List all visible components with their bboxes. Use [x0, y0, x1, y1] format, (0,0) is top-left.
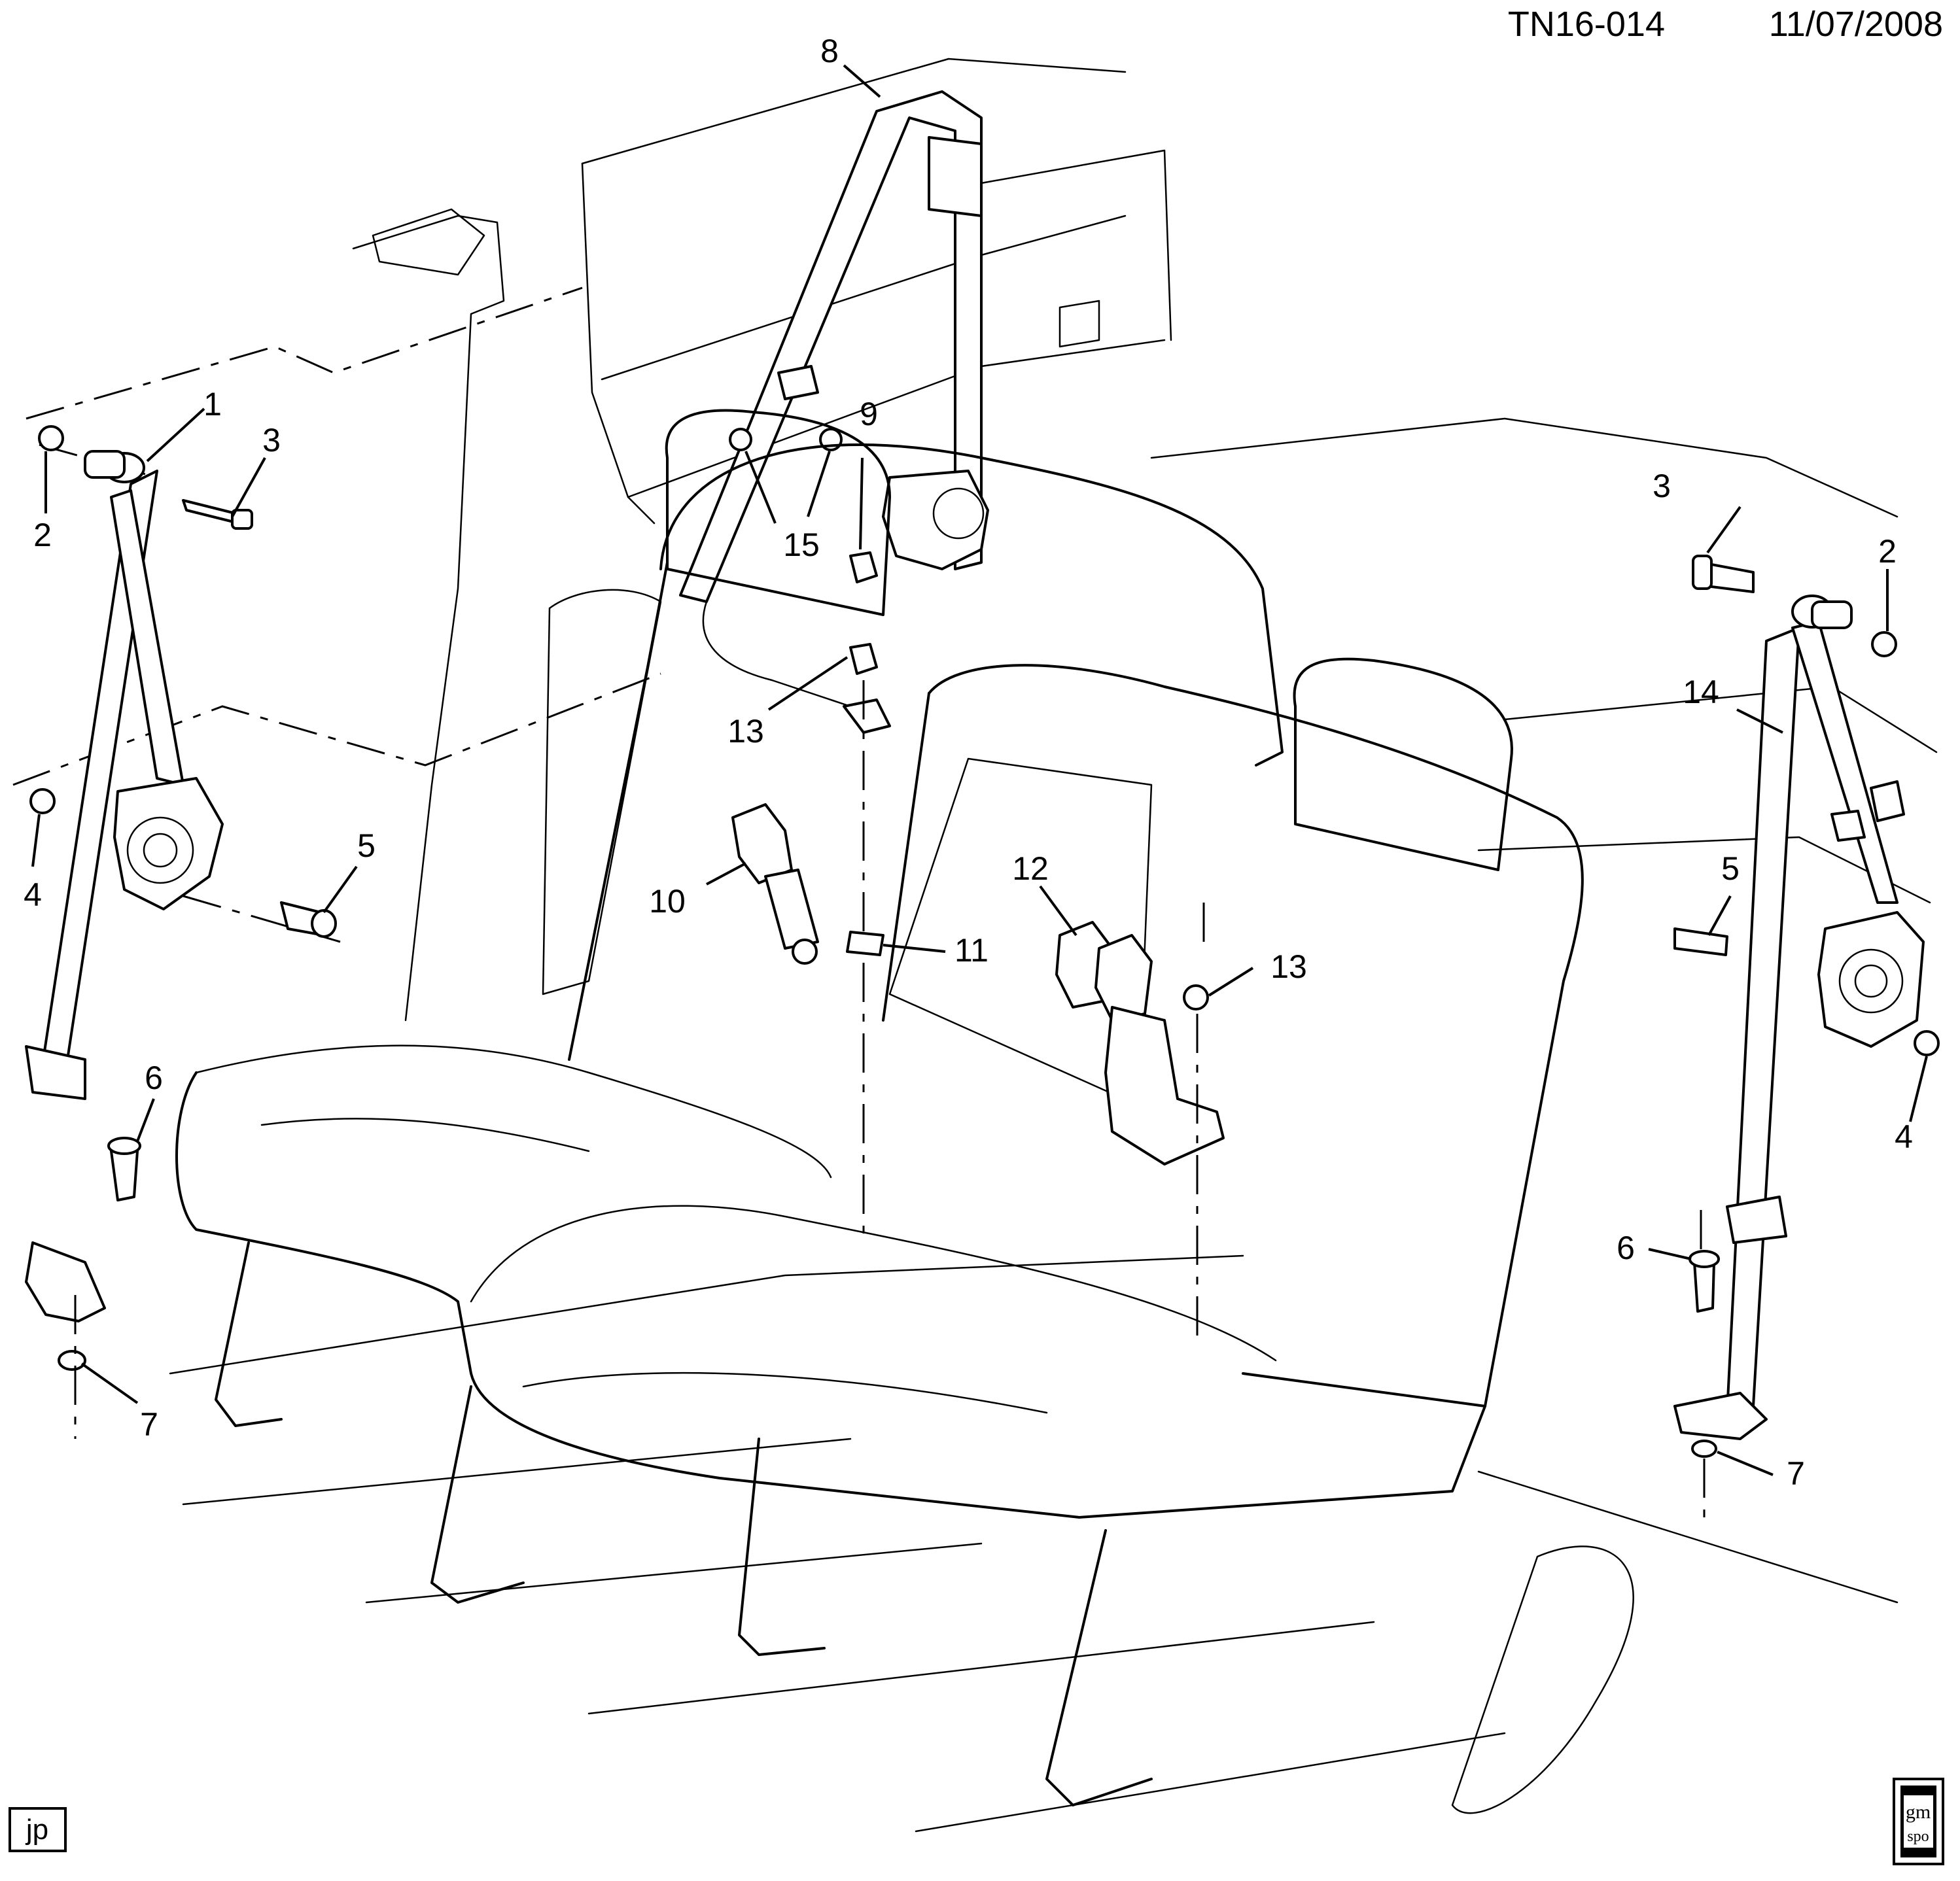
buckle-10: [731, 803, 793, 884]
logo-line-1: gm: [1906, 1801, 1931, 1823]
nut-13-right: [1183, 984, 1209, 1010]
callout-7a: 7: [140, 1406, 158, 1443]
callout-13a: 13: [727, 713, 764, 750]
logo-line-2: spo: [1907, 1828, 1929, 1845]
bolt-6-left: [110, 1150, 139, 1201]
washer-4-left: [29, 788, 56, 814]
center-lower-anchor: [843, 699, 891, 734]
left-hardware: [29, 425, 337, 1439]
left-outer-seat-belt: [25, 450, 224, 1322]
callout-1: 1: [203, 386, 222, 423]
callout-13b: 13: [1270, 948, 1307, 985]
left-belt-retractor: [113, 777, 224, 910]
center-shoulder-belt: [679, 90, 989, 734]
author-tag-box: jp: [9, 1807, 67, 1852]
washer-4-right: [1914, 1030, 1940, 1056]
nut-15a: [729, 428, 752, 451]
callout-3b: 3: [1653, 468, 1671, 504]
rear-seat: [175, 409, 1584, 1519]
seat-frame-and-floor: [169, 1241, 1899, 1833]
nut-7-left: [58, 1350, 86, 1371]
vehicle-body-structure: [352, 58, 1938, 1022]
callout-9: 9: [860, 396, 878, 432]
callout-4b: 4: [1895, 1118, 1913, 1155]
nut-9: [849, 551, 878, 583]
callout-4a: 4: [24, 876, 42, 913]
gm-spo-logo: gm spo: [1893, 1778, 1944, 1865]
callout-6b: 6: [1617, 1230, 1635, 1266]
washer-2-right: [1871, 631, 1897, 657]
bolt-11: [846, 931, 884, 956]
callout-5b: 5: [1721, 850, 1740, 887]
nut-7-right: [1691, 1440, 1717, 1458]
seat-back-right: [928, 664, 1584, 1407]
right-belt-retractor: [1817, 911, 1925, 1048]
callout-10: 10: [649, 883, 686, 920]
left-lower-anchor-plate: [25, 1241, 106, 1322]
callout-6a: 6: [145, 1060, 163, 1096]
right-outer-seat-belt: [1673, 595, 1925, 1440]
callout-11: 11: [954, 932, 989, 969]
callout-12: 12: [1012, 850, 1049, 887]
headrest-left: [665, 409, 891, 616]
buckle-12b: [1094, 934, 1153, 1022]
center-belt-retractor: [882, 470, 989, 570]
callout-2b: 2: [1878, 533, 1897, 570]
callout-2a: 2: [33, 517, 52, 553]
bolt-6-right: [1693, 1261, 1715, 1313]
nut-13-center: [849, 643, 878, 675]
illustration-date: 11/07/2008: [1769, 5, 1943, 44]
right-belt-webbing: [1726, 627, 1800, 1414]
callout-15: 15: [783, 526, 820, 563]
center-buckles: [731, 803, 1225, 1341]
right-lower-anchor-plate: [1673, 1392, 1768, 1440]
washer-2-left: [38, 425, 64, 451]
bolt-5-right: [1673, 927, 1728, 956]
illustration-id: TN16-014: [1508, 5, 1665, 44]
callout-7b: 7: [1787, 1455, 1805, 1492]
buckle-anchor-plate: [1104, 1006, 1225, 1165]
callout-8: 8: [820, 33, 839, 69]
bolt-3-left: [182, 499, 240, 525]
callout-14: 14: [1683, 674, 1719, 710]
callouts: 1 3 2 4 5 6 7 8 9 15 13 10 11 12 13 14 3…: [24, 33, 1913, 1492]
author-tag: jp: [25, 1814, 48, 1846]
headrest-right: [1293, 657, 1513, 871]
right-hardware: [1673, 555, 1940, 1458]
callout-5a: 5: [357, 827, 376, 864]
leader-lines: [31, 64, 1928, 1476]
seat-cushion: [175, 1071, 1486, 1519]
callout-3a: 3: [262, 422, 281, 458]
seat-back-left: [659, 443, 1284, 767]
